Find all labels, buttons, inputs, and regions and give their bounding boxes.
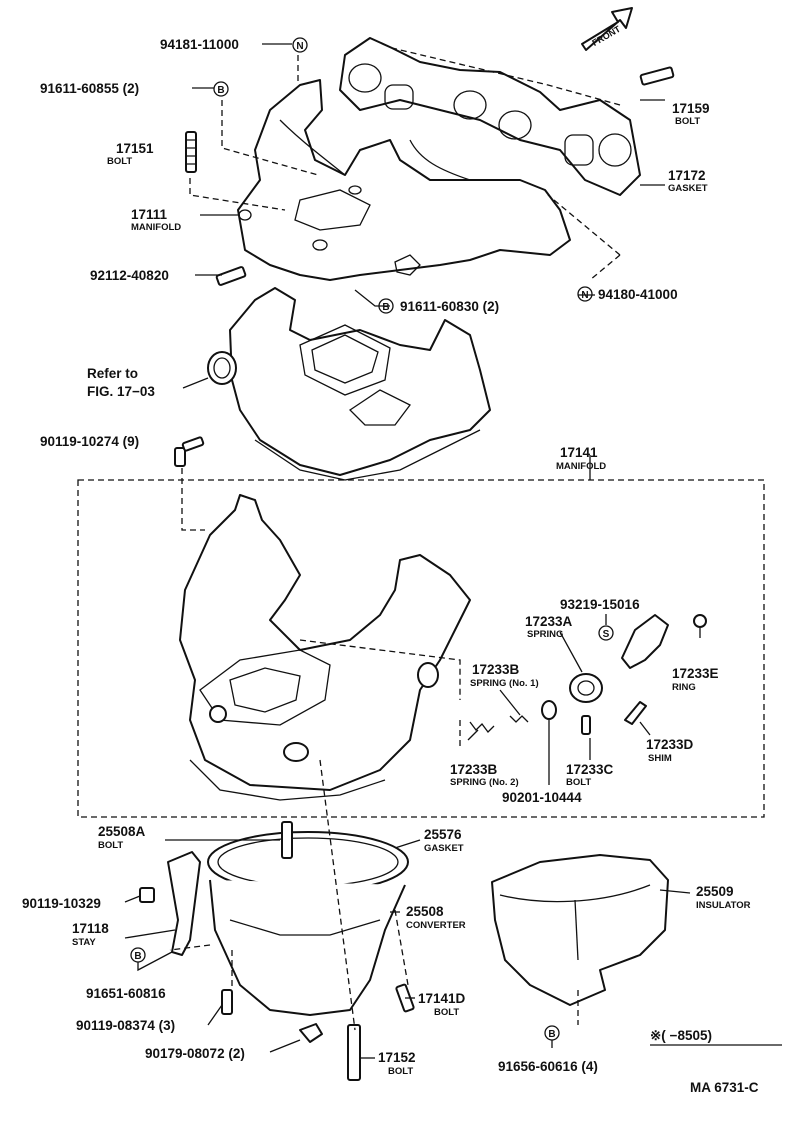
washer-90201-icon xyxy=(541,700,557,720)
marker-n-2: N xyxy=(577,286,593,302)
label-17233E-ring: RING xyxy=(672,682,696,693)
bolt-25508A-icon xyxy=(281,821,293,859)
label-17233D-shim: SHIM xyxy=(648,753,672,764)
label-17141D: 17141D xyxy=(418,991,466,1006)
nut-90179-icon xyxy=(299,1023,323,1043)
ring-17233E-icon xyxy=(693,614,707,628)
label-17152-bolt: BOLT xyxy=(388,1066,413,1077)
label-17233A: 17233A xyxy=(525,614,573,629)
weight-icon xyxy=(621,614,669,669)
label-25508: 25508 xyxy=(406,904,444,919)
label-17152: 17152 xyxy=(378,1050,416,1065)
label-17118: 17118 xyxy=(72,921,109,936)
label-note-8505: ※( −8505) xyxy=(650,1028,712,1043)
label-25508-converter: CONVERTER xyxy=(406,920,466,931)
svg-text:N: N xyxy=(581,290,588,301)
label-17233A-spring: SPRING xyxy=(527,629,563,640)
label-17141-manifold: MANIFOLD xyxy=(556,461,606,472)
label-17141: 17141 xyxy=(560,445,598,460)
label-17233B-no2: 17233B xyxy=(450,762,498,777)
label-spring-no1: SPRING (No. 1) xyxy=(470,678,539,689)
label-refer-to: Refer to xyxy=(87,366,138,381)
bolt-17233C-icon xyxy=(581,715,591,735)
marker-b-3: B xyxy=(130,947,146,963)
svg-text:B: B xyxy=(217,85,224,96)
label-17151: 17151 xyxy=(116,141,154,156)
label-17233E: 17233E xyxy=(672,666,719,681)
leader-lines xyxy=(124,43,701,1059)
label-17172: 17172 xyxy=(668,168,706,183)
converter-25508 xyxy=(207,821,409,1016)
label-17159: 17159 xyxy=(672,101,710,116)
marker-n-1: N xyxy=(292,37,308,53)
shim-17233D-icon xyxy=(624,701,647,725)
label-spring-no2: SPRING (No. 2) xyxy=(450,777,519,788)
bolt-90119-10274 xyxy=(174,436,205,467)
svg-text:N: N xyxy=(296,41,303,52)
label-90201-10444: 90201-10444 xyxy=(502,790,582,805)
marker-s: S xyxy=(598,625,614,641)
upper-manifold-17111 xyxy=(237,79,571,281)
label-25508A-bolt: BOLT xyxy=(98,840,123,851)
label-17233C-bolt: BOLT xyxy=(566,777,591,788)
label-17233C: 17233C xyxy=(566,762,614,777)
spring-no2-icon xyxy=(469,721,495,733)
marker-b-4: B xyxy=(544,1025,560,1041)
stud-17152-icon xyxy=(347,1024,361,1081)
svg-text:B: B xyxy=(548,1029,555,1040)
label-25576: 25576 xyxy=(424,827,462,842)
bolt-90119-10329-icon xyxy=(139,887,155,903)
label-90179-08072: 90179-08072 (2) xyxy=(145,1046,245,1061)
label-93219-15016: 93219-15016 xyxy=(560,597,640,612)
label-94181-11000: 94181-11000 xyxy=(160,37,239,52)
front-arrow-icon: FRONT xyxy=(581,7,633,51)
label-17159-bolt: BOLT xyxy=(675,116,700,127)
manifold-17141-box xyxy=(77,479,765,818)
stud-17151 xyxy=(185,131,197,173)
stud-17159 xyxy=(639,66,675,86)
label-25509: 25509 xyxy=(696,884,734,899)
label-25509-insulator: INSULATOR xyxy=(696,900,751,911)
label-90119-10329: 90119-10329 xyxy=(22,896,101,911)
insulator-25509 xyxy=(491,854,669,1006)
front-label: FRONT xyxy=(590,24,622,48)
label-fig-17-03: FIG. 17−03 xyxy=(87,384,155,399)
label-17111: 17111 xyxy=(131,207,168,222)
label-17233D: 17233D xyxy=(646,737,694,752)
stud-92112 xyxy=(215,266,247,286)
label-91651-60816: 91651-60816 xyxy=(86,986,166,1001)
svg-text:S: S xyxy=(603,629,610,640)
spring-no1-icon xyxy=(509,715,529,723)
marker-b-2: B xyxy=(378,298,394,314)
spring-17233A-icon xyxy=(569,673,603,703)
label-17233B-no1: 17233B xyxy=(472,662,520,677)
label-17118-stay: STAY xyxy=(72,937,96,948)
exhaust-gasket-17172 xyxy=(339,37,641,196)
label-17151-bolt: BOLT xyxy=(107,156,132,167)
bolt-90119-08374-icon xyxy=(221,989,233,1015)
marker-b-1: B xyxy=(213,81,229,97)
label-91611-60830: 91611-60830 (2) xyxy=(400,299,499,314)
label-17111-manifold: MANIFOLD xyxy=(131,222,181,233)
label-25508A: 25508A xyxy=(98,824,146,839)
alignment-lines xyxy=(169,47,621,1031)
label-90119-10274: 90119-10274 (9) xyxy=(40,434,139,449)
label-94180-41000: 94180-41000 xyxy=(598,287,678,302)
svg-text:B: B xyxy=(382,302,389,313)
label-figure-code: MA 6731-C xyxy=(690,1080,759,1095)
label-92112-40820: 92112-40820 xyxy=(90,268,169,283)
label-17172-gasket: GASKET xyxy=(668,183,708,194)
label-91611-60855: 91611-60855 (2) xyxy=(40,81,139,96)
label-17141D-bolt: BOLT xyxy=(434,1007,459,1018)
svg-text:B: B xyxy=(134,951,141,962)
heat-insulator-upper xyxy=(207,287,491,481)
lower-manifold-17141 xyxy=(179,494,471,801)
label-25576-gasket: GASKET xyxy=(424,843,464,854)
label-90119-08374: 90119-08374 (3) xyxy=(76,1018,175,1033)
heat-control-valve-parts xyxy=(469,614,707,735)
label-91656-60616: 91656-60616 (4) xyxy=(498,1059,598,1074)
stay-17118 xyxy=(167,851,201,956)
